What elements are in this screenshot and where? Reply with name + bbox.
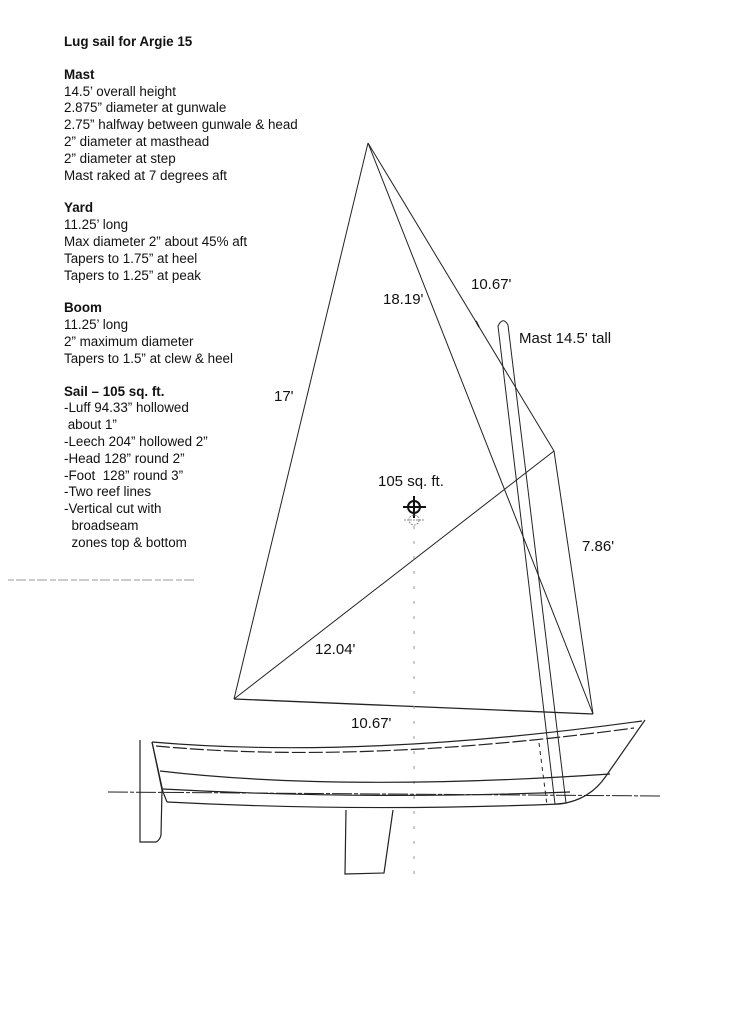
sail-area-label: 105 sq. ft.: [378, 473, 444, 490]
sail-heading: Sail – 105 sq. ft.: [64, 383, 165, 399]
hull-bottom-line: [166, 719, 646, 809]
sail-spec-section: Sail – 105 sq. ft. -Luff 94.33” hollowed…: [64, 384, 334, 552]
dimension-12-04ft: 12.04': [315, 641, 356, 658]
centreboard: [344, 809, 394, 875]
mast-spec-line: 2.75” halfway between gunwale & head: [64, 117, 298, 133]
rudder: [139, 740, 163, 843]
sail-spec-line: broadseam: [64, 517, 139, 533]
yard-line: [367, 142, 555, 452]
mast-spec-line: Mast raked at 7 degrees aft: [64, 167, 228, 183]
boom-spec-line: 2” maximum diameter: [64, 333, 194, 349]
boom-spec-section: Boom 11.25’ long 2” maximum diameter Tap…: [64, 300, 334, 367]
sail-luff-line: [553, 450, 594, 715]
document-title: Lug sail for Argie 15: [64, 34, 193, 49]
mast-partner-dashed: [538, 742, 548, 806]
hull-chine-line: [159, 770, 611, 783]
mast-spec-line: 2” diameter at step: [64, 150, 176, 166]
sail-spec-line: zones top & bottom: [64, 534, 187, 550]
yard-spec-line: 11.25’ long: [64, 217, 129, 233]
dimension-17ft: 17': [274, 388, 294, 405]
yard-spec-section: Yard 11.25’ long Max diameter 2” about 4…: [64, 200, 334, 284]
sail-spec-line: -Luff 94.33” hollowed: [64, 400, 189, 416]
dimension-18-19ft: 18.19': [383, 291, 424, 308]
waterline: [107, 791, 661, 797]
hull-sheer-line: [151, 720, 643, 749]
mast-spec-line: 14.5’ overall height: [64, 83, 176, 99]
sail-spec-line: -Foot 128” round 3”: [64, 467, 184, 483]
boom-spec-line: 11.25’ long: [64, 317, 129, 333]
mast-outline: [497, 320, 567, 805]
hull-sheer-line-inner: [155, 727, 635, 754]
sail-spec-line: -Two reef lines: [64, 484, 152, 500]
mast-spec-line: 2.875” diameter at gunwale: [64, 100, 227, 116]
mast-height-label: Mast 14.5' tall: [519, 330, 612, 347]
yard-spec-line: Max diameter 2” about 45% aft: [64, 233, 248, 249]
sail-edge-17ft: [233, 142, 369, 700]
yard-heel-mark: [475, 320, 480, 328]
sail-spec-line: -Leech 204” hollowed 2”: [64, 433, 208, 449]
boom-heading: Boom: [64, 300, 102, 316]
yard-spec-line: Tapers to 1.75” at heel: [64, 250, 198, 266]
mast: [497, 320, 567, 805]
boom-spec-line: Tapers to 1.5” at clew & heel: [64, 350, 233, 366]
mast-heading: Mast: [64, 66, 95, 82]
mast-spec-line: 2” diameter at masthead: [64, 133, 210, 149]
dimension-foot-10-67ft: 10.67': [351, 715, 392, 732]
hull: [107, 719, 661, 809]
dimension-7-86ft: 7.86': [582, 538, 615, 555]
mast-spec-section: Mast 14.5’ overall height 2.875” diamete…: [64, 67, 334, 185]
sail-diagonal-12ft: [233, 450, 555, 700]
yard-heading: Yard: [64, 200, 94, 216]
hull-lower-chine: [162, 788, 571, 796]
dimension-head-10-67ft: 10.67': [471, 276, 512, 293]
spec-sheet: Lug sail for Argie 15 Mast 14.5’ overall…: [64, 34, 334, 568]
sail-outline: [233, 142, 594, 715]
sail-spec-line: -Head 128” round 2”: [64, 450, 185, 466]
yard-spec-line: Tapers to 1.25” at peak: [64, 267, 201, 283]
sail-diagonal-18ft: [367, 142, 594, 715]
sail-spec-line: about 1”: [64, 417, 117, 433]
sail-spec-line: -Vertical cut with: [64, 501, 162, 517]
center-of-effort-icon: [403, 496, 426, 880]
